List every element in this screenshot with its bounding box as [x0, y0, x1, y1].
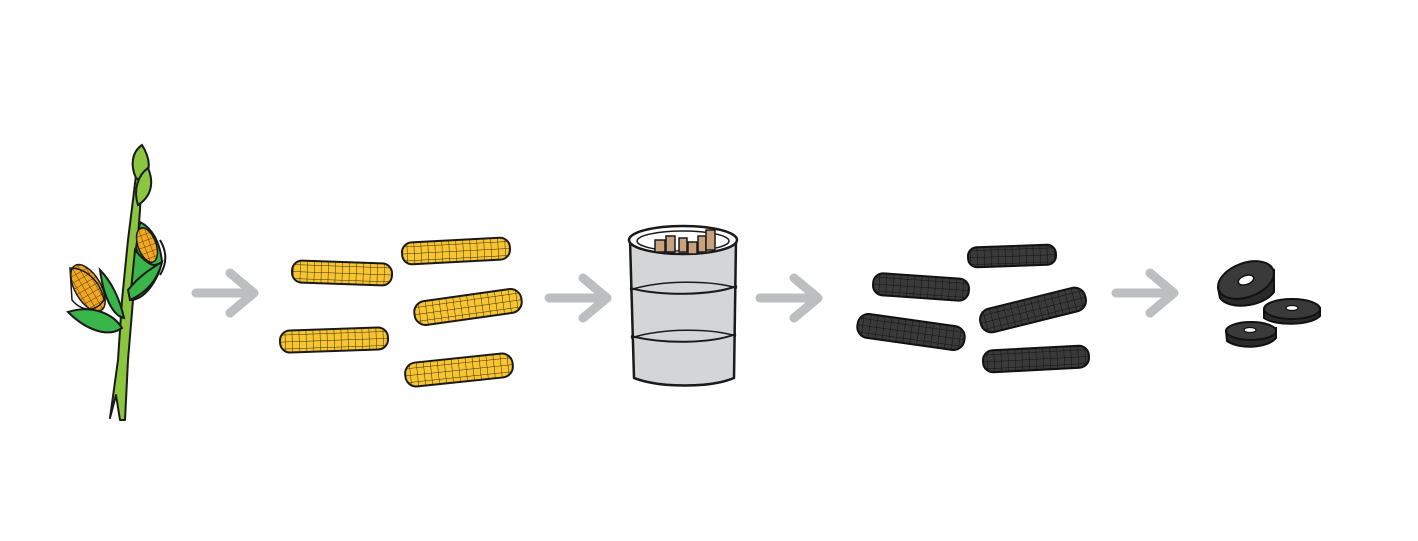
corn-cob-icon	[413, 288, 523, 327]
arrow-icon	[196, 273, 254, 313]
barrel-icon	[629, 226, 737, 386]
charred-cob-icon	[872, 273, 969, 302]
charred-cob-icon	[968, 244, 1057, 267]
charred-cob-icon	[982, 345, 1089, 373]
corn-cob-icon	[292, 260, 393, 285]
corn-cobs-group	[280, 237, 523, 387]
charred-cob-icon	[978, 285, 1089, 334]
charred-cobs-group	[856, 244, 1090, 372]
corn-cob-icon	[401, 237, 510, 265]
corn-stalk-icon	[64, 145, 166, 420]
disc-icon	[1226, 322, 1276, 347]
arrow-icon	[760, 278, 818, 318]
discs-group	[1213, 254, 1320, 347]
arrow-icon	[1116, 273, 1174, 313]
charred-cob-icon	[856, 313, 966, 352]
corn-cob-icon	[280, 327, 389, 353]
disc-icon	[1213, 254, 1279, 306]
disc-icon	[1264, 299, 1320, 324]
arrow-icon	[549, 278, 607, 318]
corn-cob-icon	[404, 352, 514, 387]
